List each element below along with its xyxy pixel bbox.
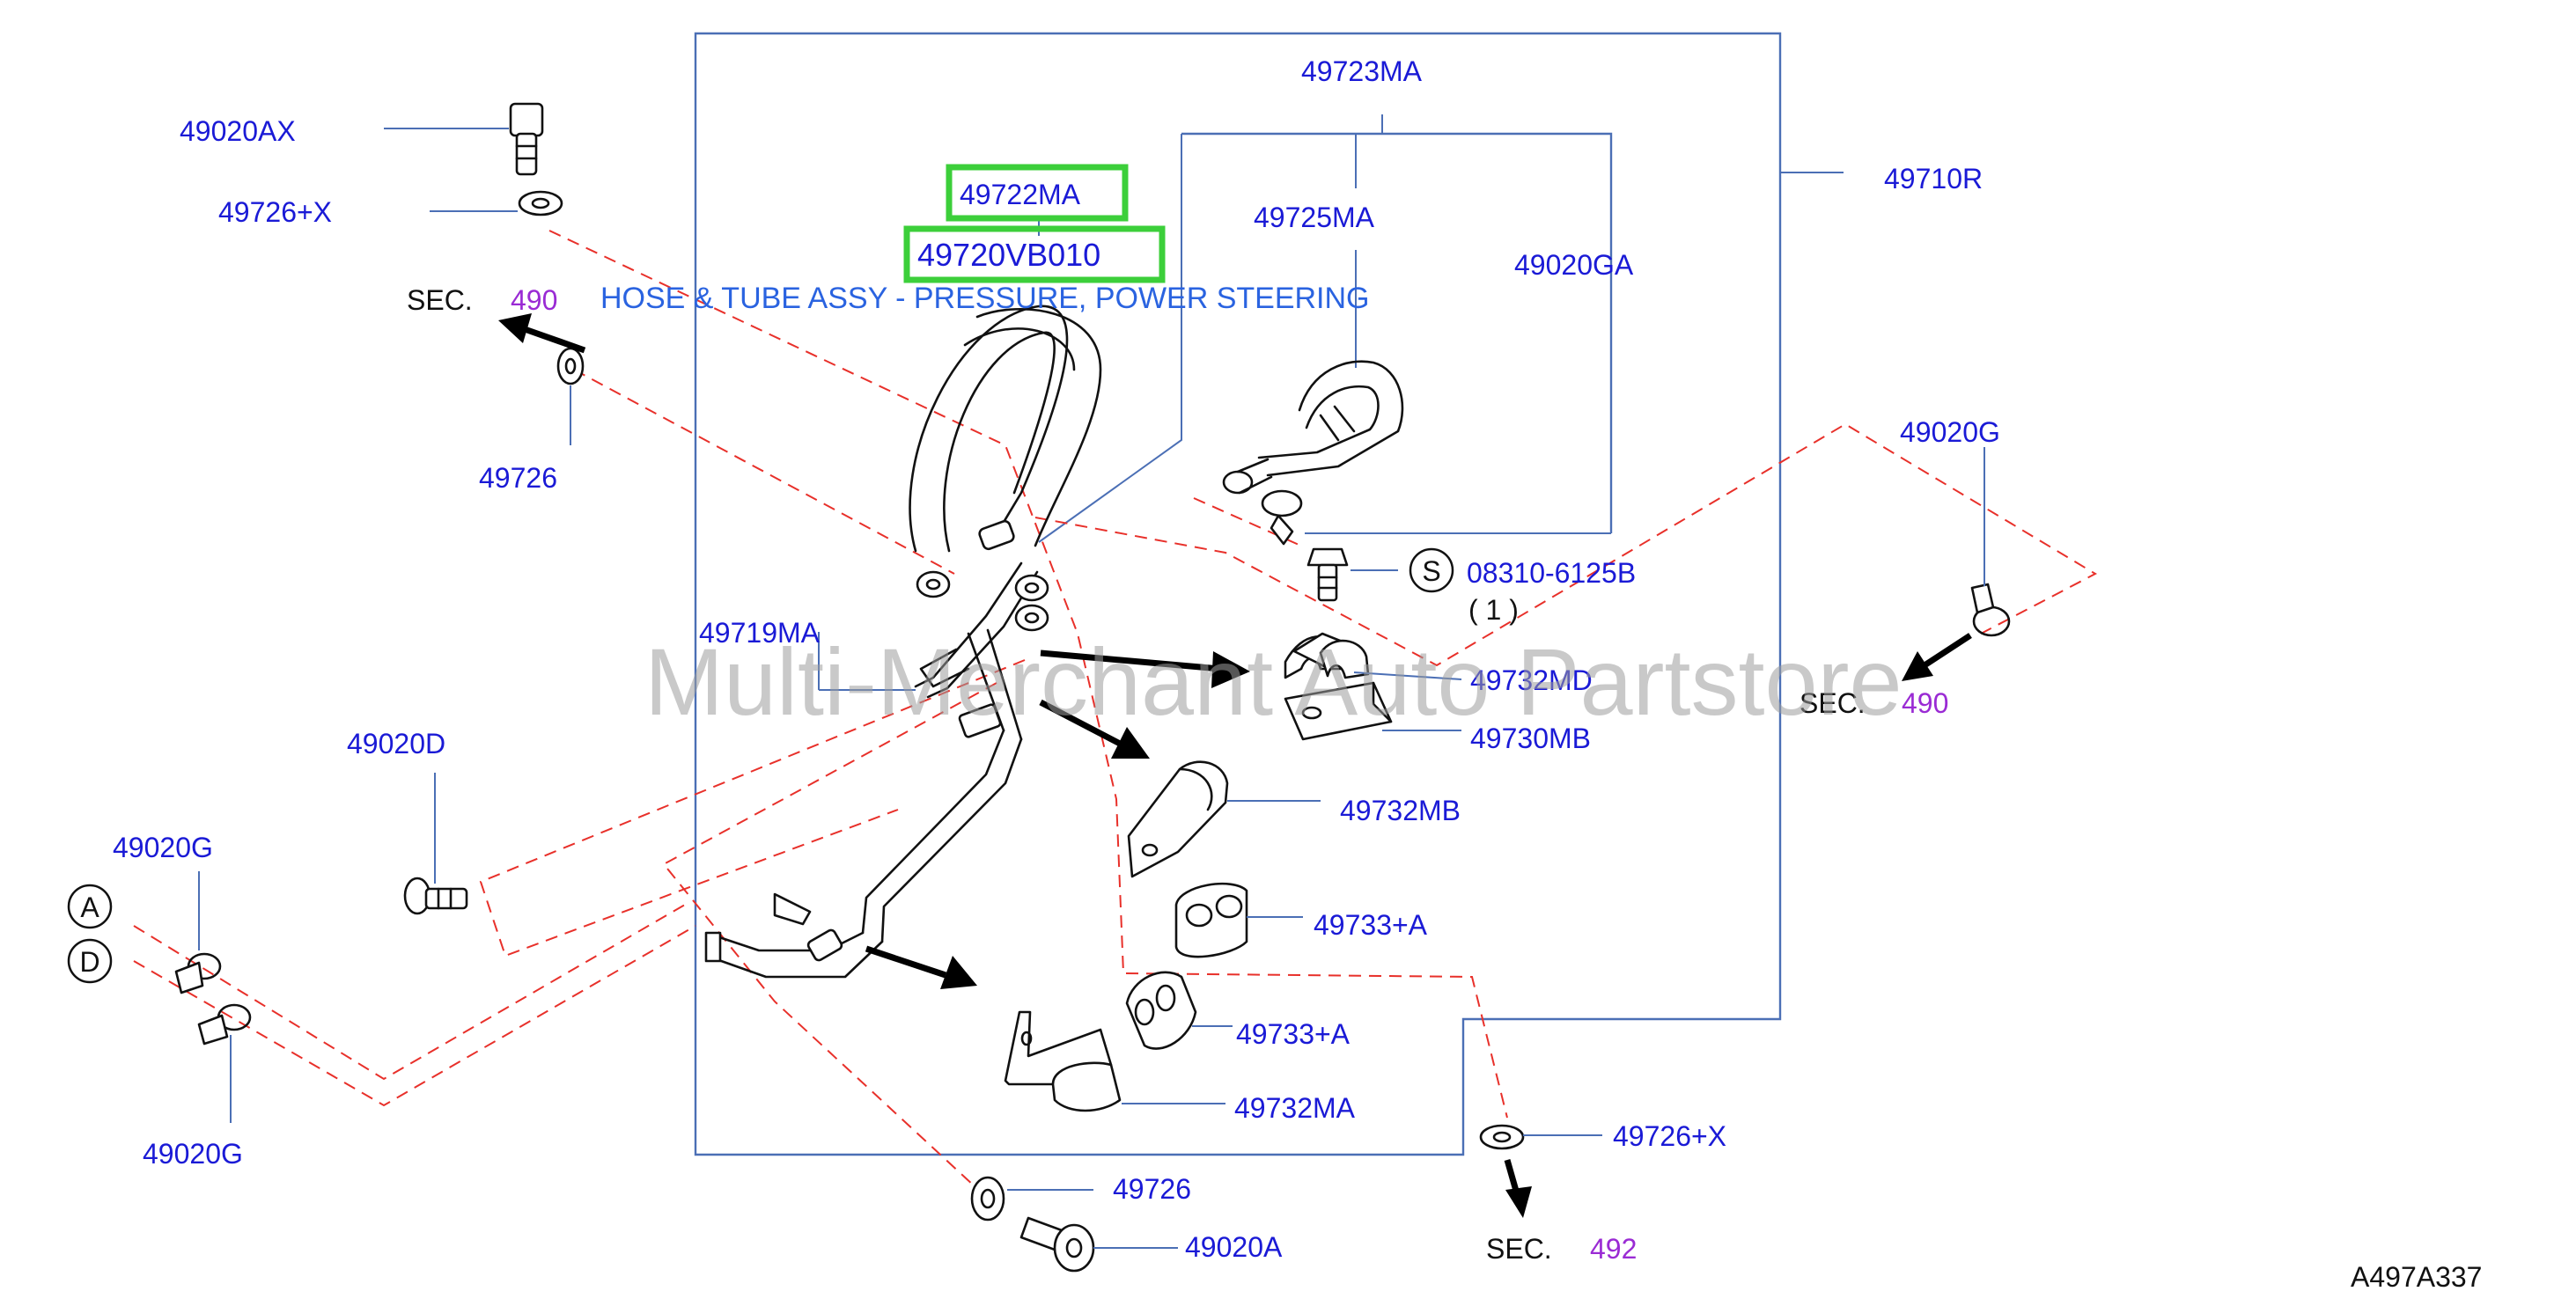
part-link-49020g-left-bottom[interactable]: 49020G [143,1138,243,1170]
connection-d-label: D [79,946,99,978]
part-link-49710r[interactable]: 49710R [1884,163,1983,194]
hose-subassembly-frame-left [1038,134,1182,543]
hose-clamp-49020ga-icon [1261,489,1303,546]
part-link-49726-bottom[interactable]: 49726 [1113,1173,1191,1205]
part-link-49020g-left-top[interactable]: 49020G [113,832,213,863]
routing-dashed-lines [133,230,2098,1198]
part-link-49732mb[interactable]: 49732MB [1340,795,1461,826]
watermark: Multi-Merchant Auto Partstore [644,628,1903,735]
part-link-49733a-1[interactable]: 49733+A [1314,909,1428,941]
symbol-s-label: S [1422,555,1440,587]
bolt-49020ax-icon [509,102,544,176]
bolt-49020a-icon [1019,1216,1095,1273]
part-labels: 49020AX 49726+X 49726 49723MA 49722MA 49… [113,55,2000,1263]
part-link-49732ma[interactable]: 49732MA [1234,1092,1356,1124]
part-link-49720vb010[interactable]: 49720VB010 [917,237,1100,273]
clamp-49732md-icon [1284,632,1370,679]
sec-prefix-bottom: SEC. [1486,1233,1552,1265]
main-assembly-frame [694,32,1782,1156]
highlight-49720vb010 [903,225,1166,283]
direction-arrows [498,313,1972,1218]
part-link-49722ma[interactable]: 49722MA [960,179,1081,210]
highlight-49722ma [946,164,1129,222]
washer-icon [518,190,563,216]
part-link-49719ma[interactable]: 49719MA [699,617,821,649]
hose-assembly-title: HOSE & TUBE ASSY - PRESSURE, POWER STEER… [600,282,1370,315]
part-link-49732md[interactable]: 49732MD [1470,664,1593,696]
sec-prefix-left: SEC. [407,284,473,316]
washer-icon [1479,1124,1525,1150]
pressure-tube-icon [704,561,1049,979]
part-link-49730mb[interactable]: 49730MB [1470,723,1591,754]
part-link-49726x-bottom[interactable]: 49726+X [1613,1120,1726,1152]
part-link-49725ma[interactable]: 49725MA [1254,202,1375,233]
part-link-49020ga[interactable]: 49020GA [1514,249,1634,281]
part-link-08310-6125b[interactable]: 08310-6125B [1467,557,1636,589]
hose-clamp-left-icon [174,952,252,1046]
clip-49732mb-icon [1127,760,1229,878]
diagram-code: A497A337 [2351,1261,2482,1293]
sec-link-492-bottom[interactable]: 492 [1590,1233,1637,1265]
grommet-49733a-icon [1125,971,1197,1050]
part-link-49726-left[interactable]: 49726 [479,462,557,494]
washer-icon [556,347,585,385]
part-link-49020ax[interactable]: 49020AX [180,115,296,147]
pressure-hose-icon [909,304,1102,598]
bolt-08310-icon [1306,547,1349,602]
leader-lines [198,128,1985,1249]
sec-prefix-right: SEC. [1800,687,1866,719]
bolt-49020d-icon [403,877,468,915]
part-link-49726x-top[interactable]: 49726+X [218,196,332,228]
part-quantity-08310: ( 1 ) [1468,594,1519,626]
bracket-49730mb-icon [1284,681,1393,741]
clip-49732ma-icon [1004,1010,1122,1112]
part-link-49733a-2[interactable]: 49733+A [1236,1018,1351,1050]
return-hose-icon [1222,360,1404,495]
hose-clamp-right-icon [1970,583,2011,637]
part-link-49723ma[interactable]: 49723MA [1301,55,1423,87]
connection-a-label: A [80,891,99,923]
part-link-49020d[interactable]: 49020D [347,728,445,759]
sec-link-490-left[interactable]: 490 [511,284,557,316]
sec-link-490-right[interactable]: 490 [1902,687,1948,719]
grommet-49733a-icon [1174,882,1248,958]
section-references: SEC. 490 SEC. 490 SEC. 492 [407,284,1948,1265]
part-link-49020g-right[interactable]: 49020G [1900,416,2000,448]
part-link-49020a[interactable]: 49020A [1185,1231,1283,1263]
washer-icon [970,1176,1005,1222]
